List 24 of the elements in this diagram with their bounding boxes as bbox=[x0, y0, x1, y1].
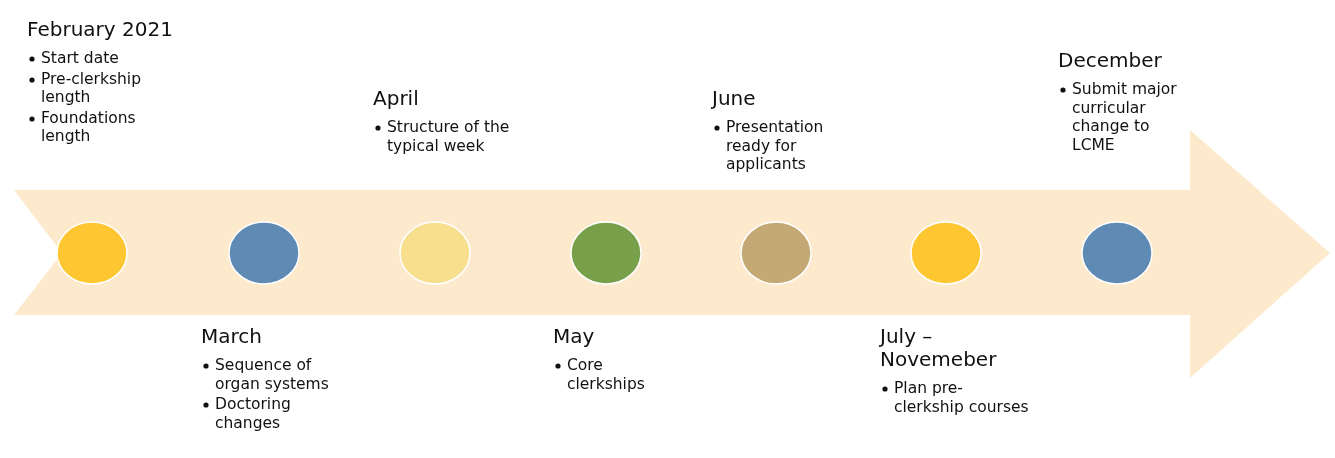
bullet-text: Submit major curricular change to LCME bbox=[1072, 80, 1178, 154]
bullet-text: Foundations length bbox=[41, 108, 137, 146]
bullet-text: Plan pre-clerkship courses bbox=[894, 379, 1030, 416]
date-heading: April bbox=[373, 87, 420, 110]
bullet-text: Pre-clerkship length bbox=[41, 69, 142, 107]
milestone-circle bbox=[740, 221, 812, 285]
date-heading: July – Novemeber bbox=[880, 325, 998, 371]
milestone-circle bbox=[570, 221, 642, 285]
date-heading: March bbox=[201, 325, 263, 348]
bullet-text: Core clerkships bbox=[567, 356, 646, 393]
bullet-text: Doctoring changes bbox=[215, 395, 292, 432]
date-heading: February 2021 bbox=[27, 18, 174, 41]
milestone-circle bbox=[228, 221, 300, 285]
bullet-text: Sequence of organ systems bbox=[215, 356, 330, 393]
date-heading: June bbox=[712, 87, 757, 110]
bullet-text: Start date bbox=[41, 49, 120, 68]
bullet-text: Presentation ready for applicants bbox=[726, 118, 825, 174]
milestone-circle bbox=[399, 221, 471, 285]
milestone-circle bbox=[1081, 221, 1153, 285]
bullet-text: Structure of the typical week bbox=[387, 118, 511, 155]
milestone-circle bbox=[910, 221, 982, 285]
milestone-circle bbox=[56, 221, 128, 285]
date-heading: May bbox=[553, 325, 596, 348]
date-heading: December bbox=[1058, 49, 1163, 72]
